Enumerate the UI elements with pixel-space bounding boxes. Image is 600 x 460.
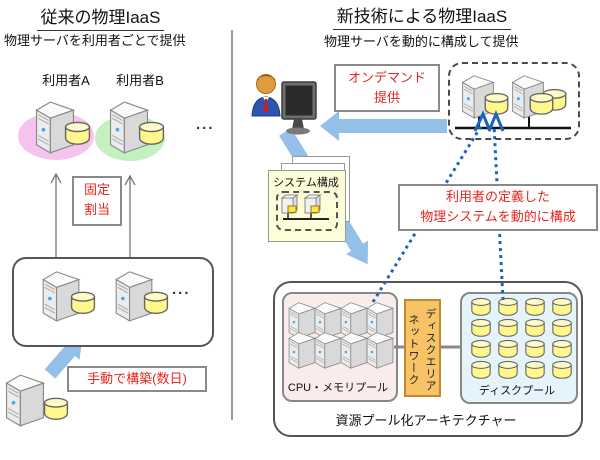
cpu-pool-servers bbox=[287, 297, 395, 373]
database-icon bbox=[484, 92, 509, 115]
users-ellipsis: ... bbox=[196, 116, 215, 133]
fixed-allocation-line2: 割当 bbox=[83, 201, 110, 217]
pool-architecture-label: 資源プール化アーキテクチャー bbox=[335, 413, 517, 428]
disk-pool-disks bbox=[470, 297, 574, 381]
right-subtitle: 物理サーバを動的に構成して提供 bbox=[324, 34, 519, 49]
database-icon bbox=[498, 339, 518, 358]
database-icon bbox=[498, 318, 518, 337]
database-icon bbox=[43, 397, 69, 420]
database-icon bbox=[498, 297, 518, 316]
user-a-label: 利用者A bbox=[42, 73, 90, 88]
disk-network-line1: ディスクエリア bbox=[424, 308, 436, 392]
left-title: 従来の物理IaaS bbox=[18, 3, 183, 31]
database-icon bbox=[552, 297, 572, 316]
database-icon bbox=[471, 297, 491, 316]
on-demand-box: オンデマンド 提供 bbox=[334, 64, 440, 112]
database-icon bbox=[64, 121, 91, 145]
pool-ellipsis: ... bbox=[172, 281, 191, 298]
provisioned-system-box bbox=[448, 62, 580, 140]
doc-mini-servers-icon bbox=[280, 194, 329, 220]
disk-area-network-box: ディスクエリア ネットワーク bbox=[404, 299, 441, 397]
fixed-allocation-line1: 固定 bbox=[83, 182, 110, 197]
manual-build-box: 手動で構築(数日) bbox=[67, 366, 207, 392]
database-icon bbox=[552, 360, 572, 379]
dynamic-config-line1: 利用者の定義した bbox=[445, 189, 550, 204]
operator-icon bbox=[251, 74, 317, 135]
user-b-label: 利用者B bbox=[116, 73, 164, 88]
right-title: 新技術による物理IaaS bbox=[322, 2, 522, 30]
panel-divider bbox=[231, 30, 233, 420]
database-icon bbox=[525, 339, 545, 358]
database-icon bbox=[471, 339, 491, 358]
database-icon bbox=[552, 339, 572, 358]
database-icon bbox=[471, 318, 491, 337]
system-config-label: システム構成 bbox=[273, 177, 339, 189]
dynamic-config-box: 利用者の定義した 物理システムを動的に構成 bbox=[398, 184, 598, 231]
database-icon bbox=[471, 360, 491, 379]
fixed-allocation-box: 固定 割当 bbox=[72, 176, 122, 226]
on-demand-arrow bbox=[320, 111, 447, 141]
database-icon bbox=[525, 318, 545, 337]
database-icon bbox=[143, 291, 169, 314]
database-icon bbox=[552, 318, 572, 337]
disk-network-line2: ネットワーク bbox=[407, 314, 419, 386]
database-icon bbox=[498, 360, 518, 379]
left-subtitle: 物理サーバを利用者ごとで提供 bbox=[4, 33, 186, 48]
database-icon bbox=[525, 297, 545, 316]
database-icon bbox=[138, 121, 165, 145]
database-icon bbox=[70, 291, 96, 314]
on-demand-line2: 提供 bbox=[373, 89, 400, 105]
cpu-pool-label: CPU・メモリプール bbox=[287, 382, 389, 394]
database-icon bbox=[525, 360, 545, 379]
database-icon bbox=[529, 92, 554, 115]
server-icon bbox=[5, 374, 45, 427]
on-demand-line1: オンデマンド bbox=[347, 70, 426, 85]
disk-pool-label: ディスクプール bbox=[478, 385, 556, 397]
dynamic-config-line2: 物理システムを動的に構成 bbox=[420, 208, 576, 224]
server-icon bbox=[366, 332, 394, 369]
